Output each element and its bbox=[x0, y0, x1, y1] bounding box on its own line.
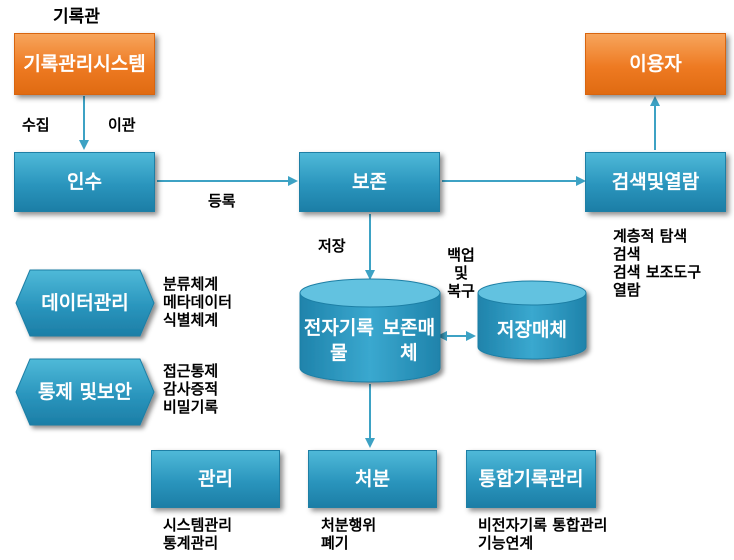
control-line2: 보안 bbox=[97, 380, 133, 403]
edge-label-collect: 수집 bbox=[22, 116, 50, 134]
data-mgmt-note: 식별체계 bbox=[163, 311, 219, 329]
data-mgmt-note: 분류체계 bbox=[163, 275, 219, 293]
intake-box: 인수 bbox=[14, 152, 155, 212]
edge-label-save: 저장 bbox=[318, 237, 346, 255]
records-system-line1: 기록관리 bbox=[23, 52, 94, 75]
management-label: 관리 bbox=[198, 467, 233, 490]
e-records-box: 전자기록물 보존매체 bbox=[300, 312, 440, 370]
management-box: 관리 bbox=[151, 450, 280, 508]
integrated-line2: 기록관리 bbox=[513, 467, 584, 490]
integrated-box: 통합 기록관리 bbox=[466, 450, 596, 508]
integrated-line1: 통합 bbox=[478, 467, 514, 490]
management-note: 통계관리 bbox=[163, 534, 219, 552]
disposal-note: 처분행위 bbox=[321, 516, 377, 534]
control-box: 통제 및 보안 bbox=[16, 359, 154, 425]
control-note: 감사증적 bbox=[163, 380, 219, 398]
data-mgmt-line1: 데이터 bbox=[41, 291, 94, 314]
edge-label-backup: 백업 및 복구 bbox=[444, 246, 478, 300]
control-line1: 통제 및 bbox=[37, 380, 98, 403]
edge-label-transfer: 이관 bbox=[108, 116, 136, 134]
data-mgmt-line2: 관리 bbox=[93, 291, 129, 314]
management-note: 시스템관리 bbox=[163, 516, 233, 534]
edge-label-register: 등록 bbox=[208, 192, 236, 210]
backup-line3: 복구 bbox=[447, 282, 475, 300]
search-note: 검색 bbox=[613, 245, 641, 263]
disposal-box: 처분 bbox=[308, 450, 437, 508]
preservation-label: 보존 bbox=[352, 170, 387, 193]
records-system-box: 기록관리 시스템 bbox=[14, 33, 155, 95]
e-records-line1: 전자기록물 bbox=[303, 317, 374, 364]
control-note: 비밀기록 bbox=[163, 398, 219, 416]
hexagon-control bbox=[15, 358, 155, 426]
data-mgmt-box: 데이터 관리 bbox=[16, 270, 154, 336]
disposal-notes: 처분행위 폐기 bbox=[321, 516, 376, 552]
integrated-note: 비전자기록 통합관리 bbox=[478, 516, 608, 534]
search-notes: 계층적 탐색 검색 검색 보조도구 열람 bbox=[613, 227, 701, 299]
backup-line2: 및 bbox=[454, 264, 468, 282]
search-box: 검색및열람 bbox=[585, 152, 726, 212]
control-note: 접근통제 bbox=[163, 362, 219, 380]
page-title: 기록관 bbox=[53, 7, 100, 27]
backup-line1: 백업 bbox=[447, 246, 475, 264]
user-box: 이용자 bbox=[585, 33, 726, 95]
integrated-notes: 비전자기록 통합관리 기능연계 bbox=[478, 516, 607, 552]
search-label: 검색및열람 bbox=[611, 170, 700, 193]
integrated-note: 기능연계 bbox=[478, 534, 534, 552]
storage-label: 저장매체 bbox=[497, 318, 567, 341]
records-system-line2: 시스템 bbox=[93, 52, 146, 75]
intake-label: 인수 bbox=[67, 170, 102, 193]
cylinder-storage bbox=[477, 280, 587, 360]
search-note: 검색 보조도구 bbox=[613, 263, 702, 281]
management-notes: 시스템관리 통계관리 bbox=[163, 516, 232, 552]
e-records-line2: 보존매체 bbox=[382, 317, 436, 364]
search-note: 계층적 탐색 bbox=[613, 227, 688, 245]
preservation-box: 보존 bbox=[299, 152, 440, 212]
hexagon-data-mgmt bbox=[15, 269, 155, 337]
disposal-note: 폐기 bbox=[321, 534, 349, 552]
control-notes: 접근통제 감사증적 비밀기록 bbox=[163, 362, 218, 416]
storage-box: 저장매체 bbox=[478, 308, 586, 352]
data-mgmt-note: 메타데이터 bbox=[163, 293, 233, 311]
cylinder-e-records bbox=[299, 278, 441, 383]
disposal-label: 처분 bbox=[355, 467, 390, 490]
user-label: 이용자 bbox=[629, 52, 682, 75]
data-mgmt-notes: 분류체계 메타데이터 식별체계 bbox=[163, 275, 232, 329]
search-note: 열람 bbox=[613, 281, 641, 299]
